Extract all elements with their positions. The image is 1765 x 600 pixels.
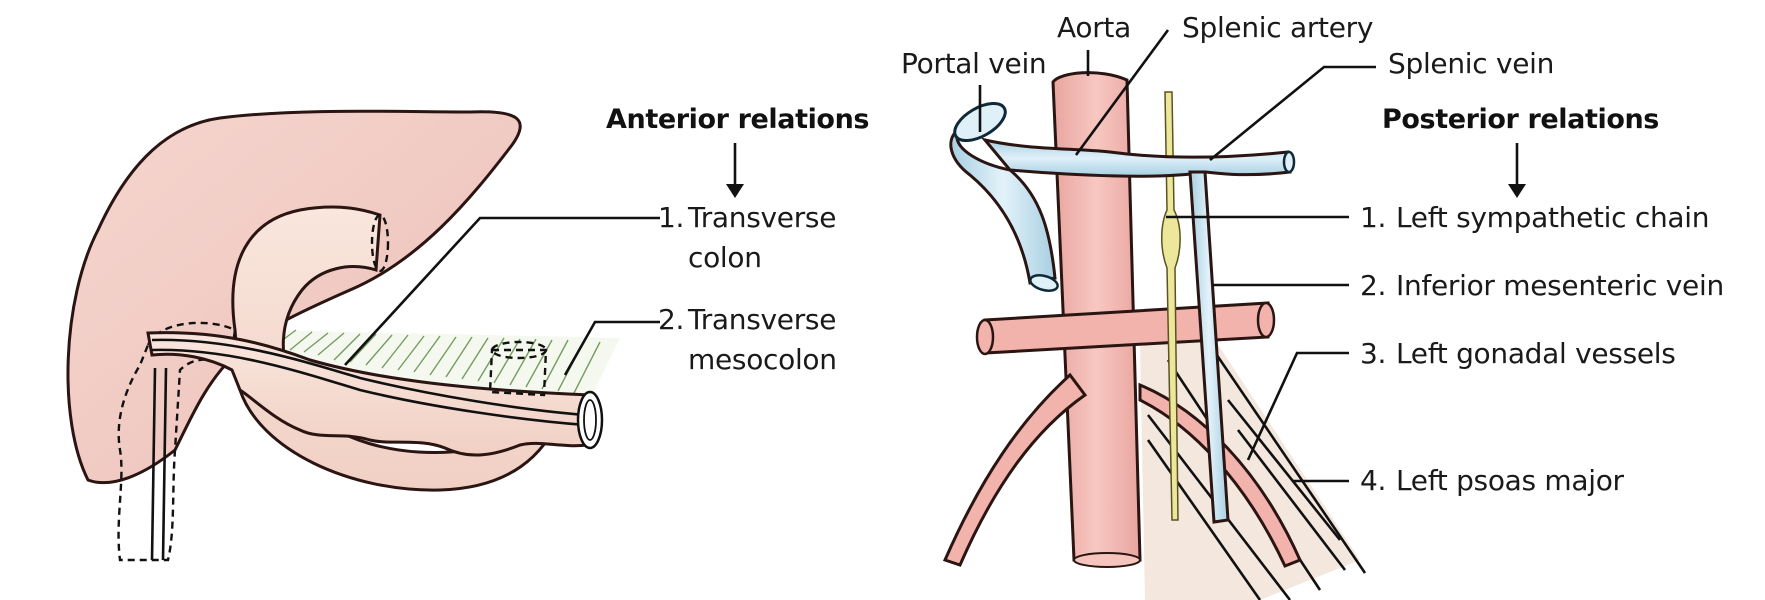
leader-gonadal-vessels bbox=[1246, 351, 1349, 461]
posterior-item-4-number: 4. bbox=[1360, 464, 1387, 497]
label-aorta: Aorta bbox=[1057, 11, 1131, 44]
posterior-arrow-head bbox=[1508, 184, 1526, 198]
leader-splenic-artery bbox=[1074, 29, 1170, 156]
posterior-item-2-number: 2. bbox=[1360, 269, 1387, 302]
left-sympathetic-chain bbox=[1161, 91, 1181, 521]
anterior-item-2-line1: Transverse bbox=[688, 303, 837, 336]
posterior-item-3-number: 3. bbox=[1360, 337, 1387, 370]
anterior-item-1-number: 1. bbox=[658, 201, 685, 234]
label-splenic-artery: Splenic artery bbox=[1182, 11, 1374, 44]
anterior-item-2-line2: mesocolon bbox=[688, 343, 837, 376]
posterior-item-4-text: Left psoas major bbox=[1396, 464, 1624, 497]
anterior-relations-heading: Anterior relations bbox=[606, 104, 870, 135]
splenic-vein bbox=[981, 137, 1292, 178]
posterior-item-1-text: Left sympathetic chain bbox=[1396, 201, 1710, 234]
posterior-item-3-text: Left gonadal vessels bbox=[1396, 337, 1676, 370]
leader-transverse-colon bbox=[344, 216, 660, 366]
duodenum-end bbox=[370, 213, 390, 273]
transverse-colon bbox=[146, 331, 592, 457]
anterior-item-2-number: 2. bbox=[658, 303, 685, 336]
inferior-mesenteric-vein bbox=[1188, 170, 1230, 524]
leader-splenic-vein bbox=[1209, 65, 1376, 162]
leader-transverse-mesocolon bbox=[563, 320, 660, 376]
label-splenic-vein: Splenic vein bbox=[1388, 47, 1555, 80]
anterior-item-1-line2: colon bbox=[688, 241, 762, 274]
ascending-colon bbox=[117, 321, 237, 562]
anterior-item-1-line1: Transverse bbox=[688, 201, 837, 234]
anterior-arrow-head bbox=[726, 184, 744, 198]
cut-stump bbox=[488, 348, 548, 397]
portal-vein bbox=[949, 125, 1057, 285]
posterior-relations-heading: Posterior relations bbox=[1382, 104, 1659, 135]
right-common-iliac bbox=[1138, 382, 1303, 568]
posterior-item-2-text: Inferior mesenteric vein bbox=[1396, 269, 1724, 302]
left-psoas-major bbox=[1140, 340, 1360, 600]
posterior-item-1-number: 1. bbox=[1360, 201, 1387, 234]
left-common-iliac bbox=[942, 372, 1088, 567]
label-portal-vein: Portal vein bbox=[901, 47, 1047, 80]
renal-arteries bbox=[983, 301, 1270, 355]
